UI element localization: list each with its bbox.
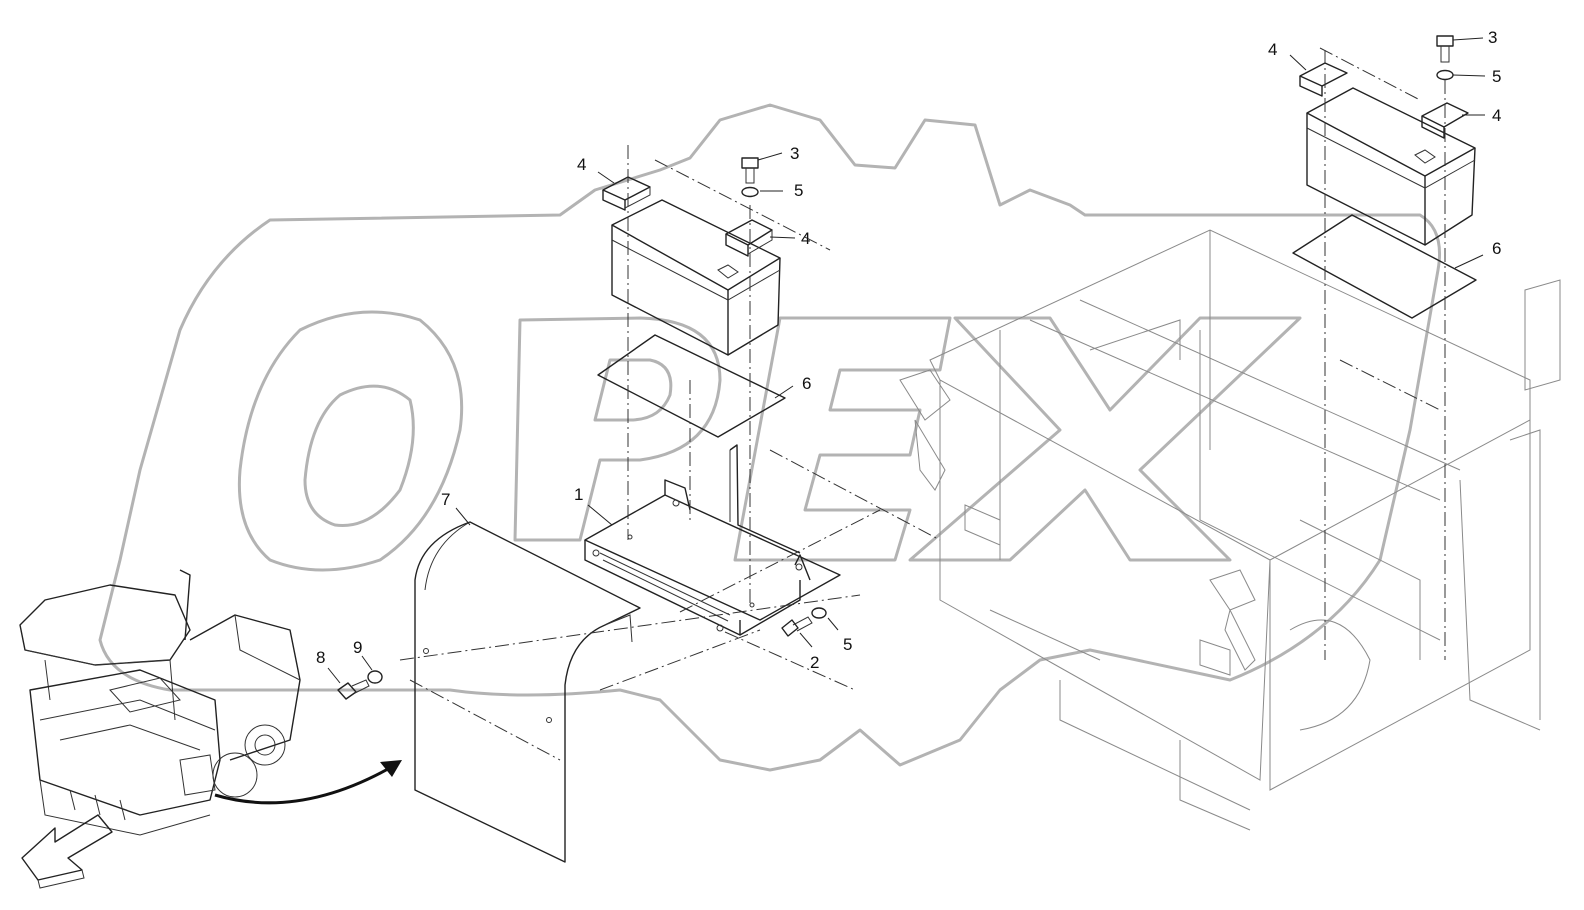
bolt-right-icon [1436,35,1454,63]
assembly-lines [399,47,1446,761]
callout-4-right: 4 [801,229,810,248]
battery-right [1306,87,1476,246]
callout-4-left: 4 [577,155,586,174]
clamp-left [602,176,651,211]
callout-6-right: 6 [1492,239,1501,258]
callout-3-right: 3 [1488,28,1497,47]
clamp-right-top-left [1299,62,1348,97]
washer-5-lower-icon [811,607,827,619]
bolt-8-icon [337,679,370,700]
callout-4-right-top-left: 4 [1268,40,1277,59]
clamp-right-top-right [1421,102,1469,139]
callout-5-lower: 5 [843,635,852,654]
gear-watermark-icon [98,103,1442,772]
callout-9: 9 [353,638,362,657]
callout-1: 1 [574,485,583,504]
washer-right-icon [1436,69,1454,81]
view-arrow-icon [21,814,113,881]
washer-icon [741,186,759,198]
battery [611,199,781,356]
battery-mat [597,334,786,438]
callout-5-right: 5 [1492,67,1501,86]
battery-bracket [584,444,841,636]
callout-3: 3 [790,144,799,163]
callout-5-upper: 5 [794,181,803,200]
callout-2: 2 [810,653,819,672]
arrow-icon [380,760,402,777]
detail-pointer-arrow [214,763,396,805]
clamp-right [725,219,773,257]
callout-labels: 1 2 3 4 4 5 5 6 7 8 9 3 4 4 5 6 [316,28,1501,672]
paver-overview [19,569,301,836]
callout-8: 8 [316,648,325,667]
leader-lines [327,37,1486,684]
callout-6: 6 [802,374,811,393]
bolt-2-icon [781,616,813,637]
battery-mat-right [1292,214,1477,319]
washer-9-icon [367,670,383,684]
machine-frame [899,229,1561,831]
cover-panel [414,521,641,863]
callout-4-right-top-right: 4 [1492,106,1501,125]
bolt-icon [741,157,759,184]
callout-7: 7 [441,490,450,509]
